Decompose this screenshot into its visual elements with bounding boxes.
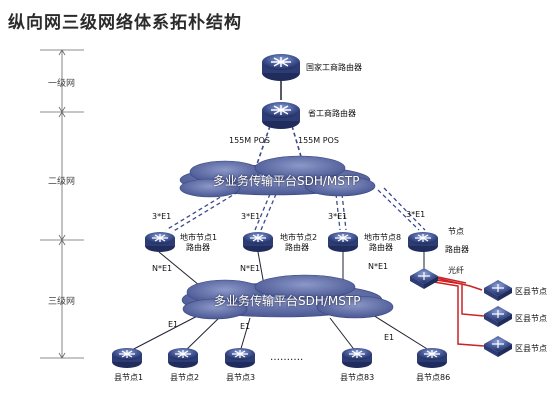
lower-cloud	[181, 274, 394, 320]
city2-label: 地市节点2	[280, 233, 318, 242]
level-3-label: 三级网	[48, 297, 76, 307]
city2-sub-label: 路由器	[285, 243, 309, 252]
node-label: 节点	[448, 227, 464, 236]
ne1-label-2: N*E1	[240, 264, 261, 273]
city1-router-icon	[144, 231, 176, 253]
district-node-label-1: 区县节点	[515, 287, 547, 296]
city2-router-icon	[242, 231, 274, 253]
e1-label-1: E1	[168, 320, 179, 329]
district-switch-icon-1	[483, 279, 513, 302]
county-router-icon-1	[111, 347, 143, 369]
county-router-icon-86	[416, 347, 448, 369]
level-scale	[40, 49, 84, 359]
e1x3-label-1: 3*E1	[152, 212, 172, 221]
county-node-label-83: 县节点83	[340, 373, 375, 382]
lower-cloud-label: 多业务传输平台SDH/MSTP	[214, 294, 361, 308]
city8-router-icon	[327, 231, 359, 253]
county-router-icon-83	[341, 347, 373, 369]
national-router-icon	[261, 53, 301, 82]
district-switch-icon-2	[483, 305, 513, 328]
national-router-label: 国家工商路由器	[306, 63, 362, 72]
city8-label: 地市节点8	[364, 233, 402, 242]
level-2-label: 二级网	[48, 177, 76, 187]
district-switch-icon-3	[483, 335, 513, 358]
county-router-icon-3	[224, 347, 256, 369]
node-router-icon	[407, 231, 439, 253]
diagram-title: 纵向网三级网络体系拓朴结构	[8, 13, 242, 33]
county-node-label-86: 县节点86	[416, 373, 451, 382]
provincial-router-icon	[261, 101, 301, 130]
ne1-label-1: N*E1	[152, 264, 173, 273]
county-node-label-2: 县节点2	[170, 373, 200, 382]
ellipsis-label: ……….	[270, 352, 304, 363]
upper-cloud-label: 多业务传输平台SDH/MSTP	[213, 174, 360, 188]
city1-sub-label: 路由器	[186, 243, 210, 252]
pos-left-label: 155M POS	[229, 136, 270, 145]
e1x3-label-3: 3*E1	[328, 212, 348, 221]
city8-sub-label: 路由器	[369, 243, 393, 252]
ne1-label-3: N*E1	[368, 262, 389, 271]
level-1-label: 一级网	[48, 79, 76, 89]
upper-cloud	[179, 155, 376, 198]
county-router-icon-2	[167, 347, 199, 369]
county-node-label-1: 县节点1	[114, 373, 144, 382]
fiber-label: 光纤	[448, 266, 464, 275]
e1x3-label-2: 3*E1	[241, 212, 261, 221]
provincial-router-label: 省工商路由器	[308, 109, 356, 118]
fiber-switch-icon	[409, 267, 439, 290]
county-node-label-3: 县节点3	[226, 373, 256, 382]
city1-label: 地市节点1	[180, 233, 218, 242]
e1-label-3: E1	[384, 333, 395, 342]
district-node-label-2: 区县节点	[515, 314, 547, 323]
district-node-label-3: 区县节点	[515, 344, 547, 353]
e1x3-label-4: 3*E1	[406, 210, 426, 219]
pos-right-label: 155M POS	[298, 136, 339, 145]
e1-label-2: E1	[240, 322, 251, 331]
node-sub-label: 路由器	[445, 245, 469, 254]
